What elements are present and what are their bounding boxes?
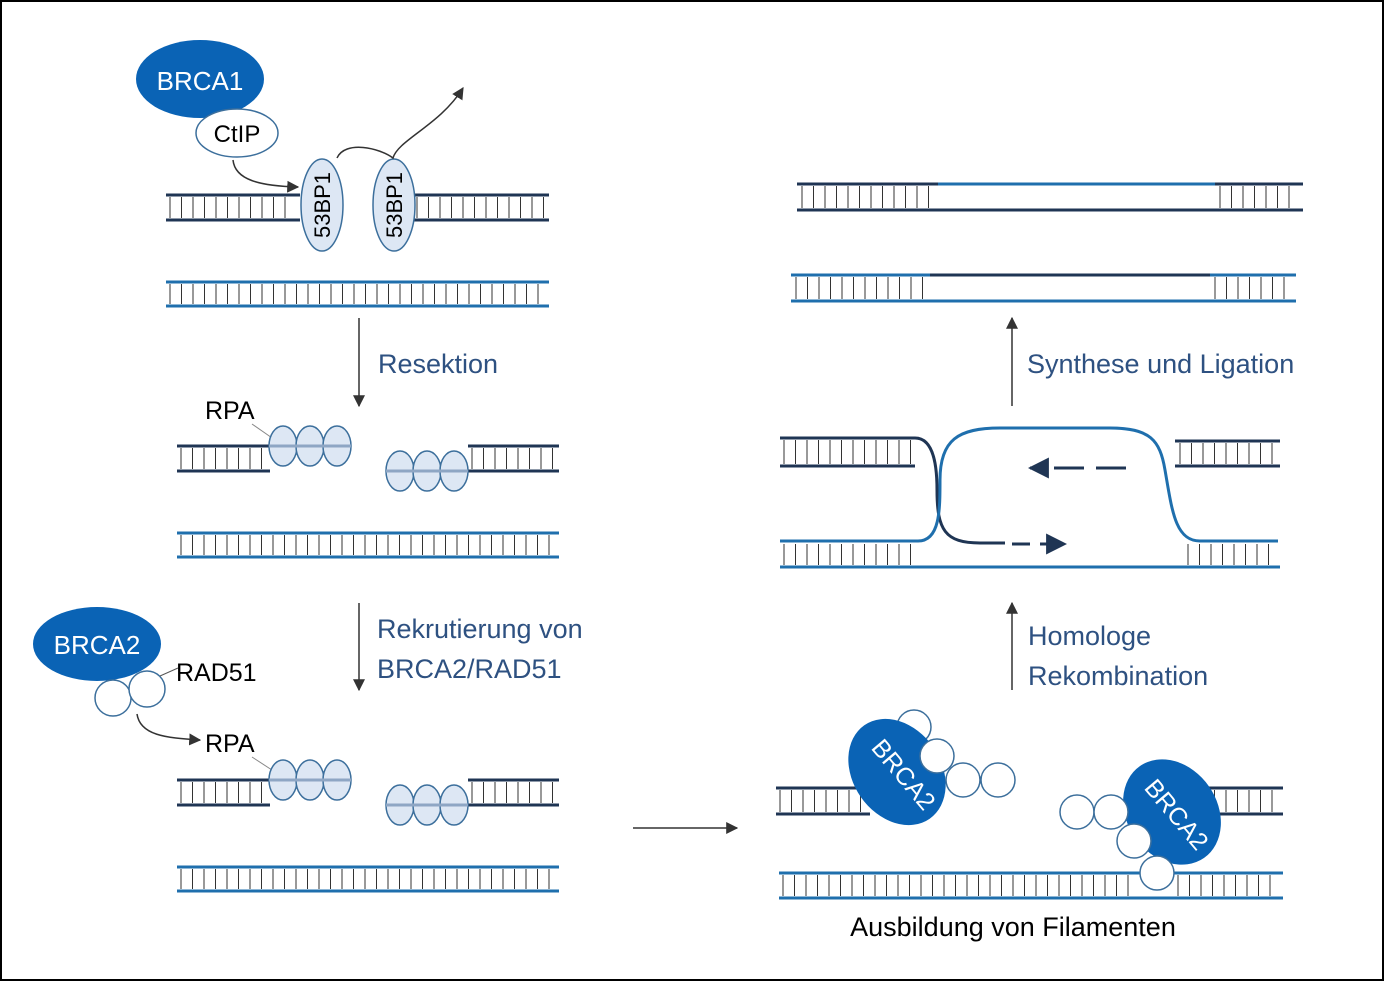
brca2-label-left: BRCA2 bbox=[54, 630, 141, 660]
rad51-circle bbox=[1116, 823, 1152, 859]
homologous-label-line2: Rekombination bbox=[1028, 661, 1208, 691]
rpa-label-top: RPA bbox=[205, 397, 255, 425]
invading-strand-dark bbox=[780, 436, 1005, 545]
brca1-label: BRCA1 bbox=[157, 66, 244, 96]
recruitment-label-line2: BRCA2/RAD51 bbox=[377, 654, 562, 684]
brca2-protein-left bbox=[33, 607, 161, 681]
rad51-to-rpa-arrow bbox=[136, 713, 202, 746]
synthesis-label: Synthese und Ligation bbox=[1027, 349, 1294, 379]
dna-duplex bbox=[177, 531, 559, 559]
53bp1-protein-right bbox=[372, 158, 416, 252]
ctip-label: CtIP bbox=[214, 121, 261, 148]
displaced-strand-blue bbox=[780, 426, 1278, 543]
rad51-circle bbox=[1059, 794, 1095, 830]
homologous-label-line1: Homologe bbox=[1028, 621, 1151, 651]
rpa-cluster-top-right bbox=[385, 450, 469, 492]
dna-duplex bbox=[177, 865, 559, 893]
rad51-circle bbox=[980, 762, 1016, 798]
dna-strands bbox=[166, 182, 1303, 900]
rpa-cluster-top-left bbox=[268, 425, 352, 467]
dna-duplex bbox=[177, 778, 270, 807]
dna-duplex bbox=[791, 273, 1296, 303]
rpa-cluster-bottom-right bbox=[385, 784, 469, 826]
53bp1-release-arrow bbox=[336, 86, 464, 160]
brca1-protein bbox=[136, 40, 264, 118]
brca2-protein-filament-a bbox=[848, 718, 946, 826]
ctip-protein bbox=[195, 108, 279, 158]
dna-duplex bbox=[1175, 439, 1280, 468]
step5-d-loop bbox=[780, 426, 1278, 555]
dna-duplex bbox=[780, 436, 915, 468]
rpa-label-bottom: RPA bbox=[205, 730, 255, 758]
step1-break: BRCA1 CtIP 53BP1 53BP1 bbox=[136, 40, 464, 252]
rad51-circle bbox=[1093, 794, 1129, 830]
rad51-circle bbox=[1139, 855, 1175, 891]
rad51-circle bbox=[945, 762, 981, 798]
rad51-circle bbox=[919, 738, 955, 774]
dna-duplex bbox=[177, 444, 270, 473]
dna-duplex bbox=[166, 280, 549, 308]
rad51-pointer bbox=[159, 667, 179, 677]
53bp1-protein-left bbox=[300, 158, 344, 252]
dna-duplex bbox=[797, 182, 1303, 212]
dna-duplex bbox=[779, 871, 1283, 900]
rad51-circle bbox=[94, 679, 132, 717]
step3-recruitment: BRCA2 RAD51 RPA bbox=[33, 607, 469, 826]
ctip-to-53bp1-arrow bbox=[232, 159, 300, 193]
dna-duplex bbox=[468, 444, 559, 473]
resection-label: Resektion bbox=[378, 349, 498, 379]
dna-duplex bbox=[413, 193, 549, 222]
rpa-cluster-bottom-left bbox=[268, 759, 352, 801]
step2-rpa: RPA bbox=[205, 397, 469, 492]
recruitment-label-line1: Rekrutierung von bbox=[377, 614, 583, 644]
dna-duplex bbox=[166, 193, 300, 222]
rad51-label: RAD51 bbox=[176, 659, 257, 687]
53bp1-label-left: 53BP1 bbox=[310, 172, 335, 238]
dna-duplex bbox=[468, 778, 559, 807]
dna-duplex bbox=[776, 786, 870, 816]
rad51-circle bbox=[128, 670, 166, 708]
filament-caption: Ausbildung von Filamenten bbox=[850, 912, 1176, 942]
step4-filament: BRCA2 BRCA2 Ausbildung von Filamenten bbox=[848, 709, 1221, 942]
53bp1-label-right: 53BP1 bbox=[382, 172, 407, 238]
